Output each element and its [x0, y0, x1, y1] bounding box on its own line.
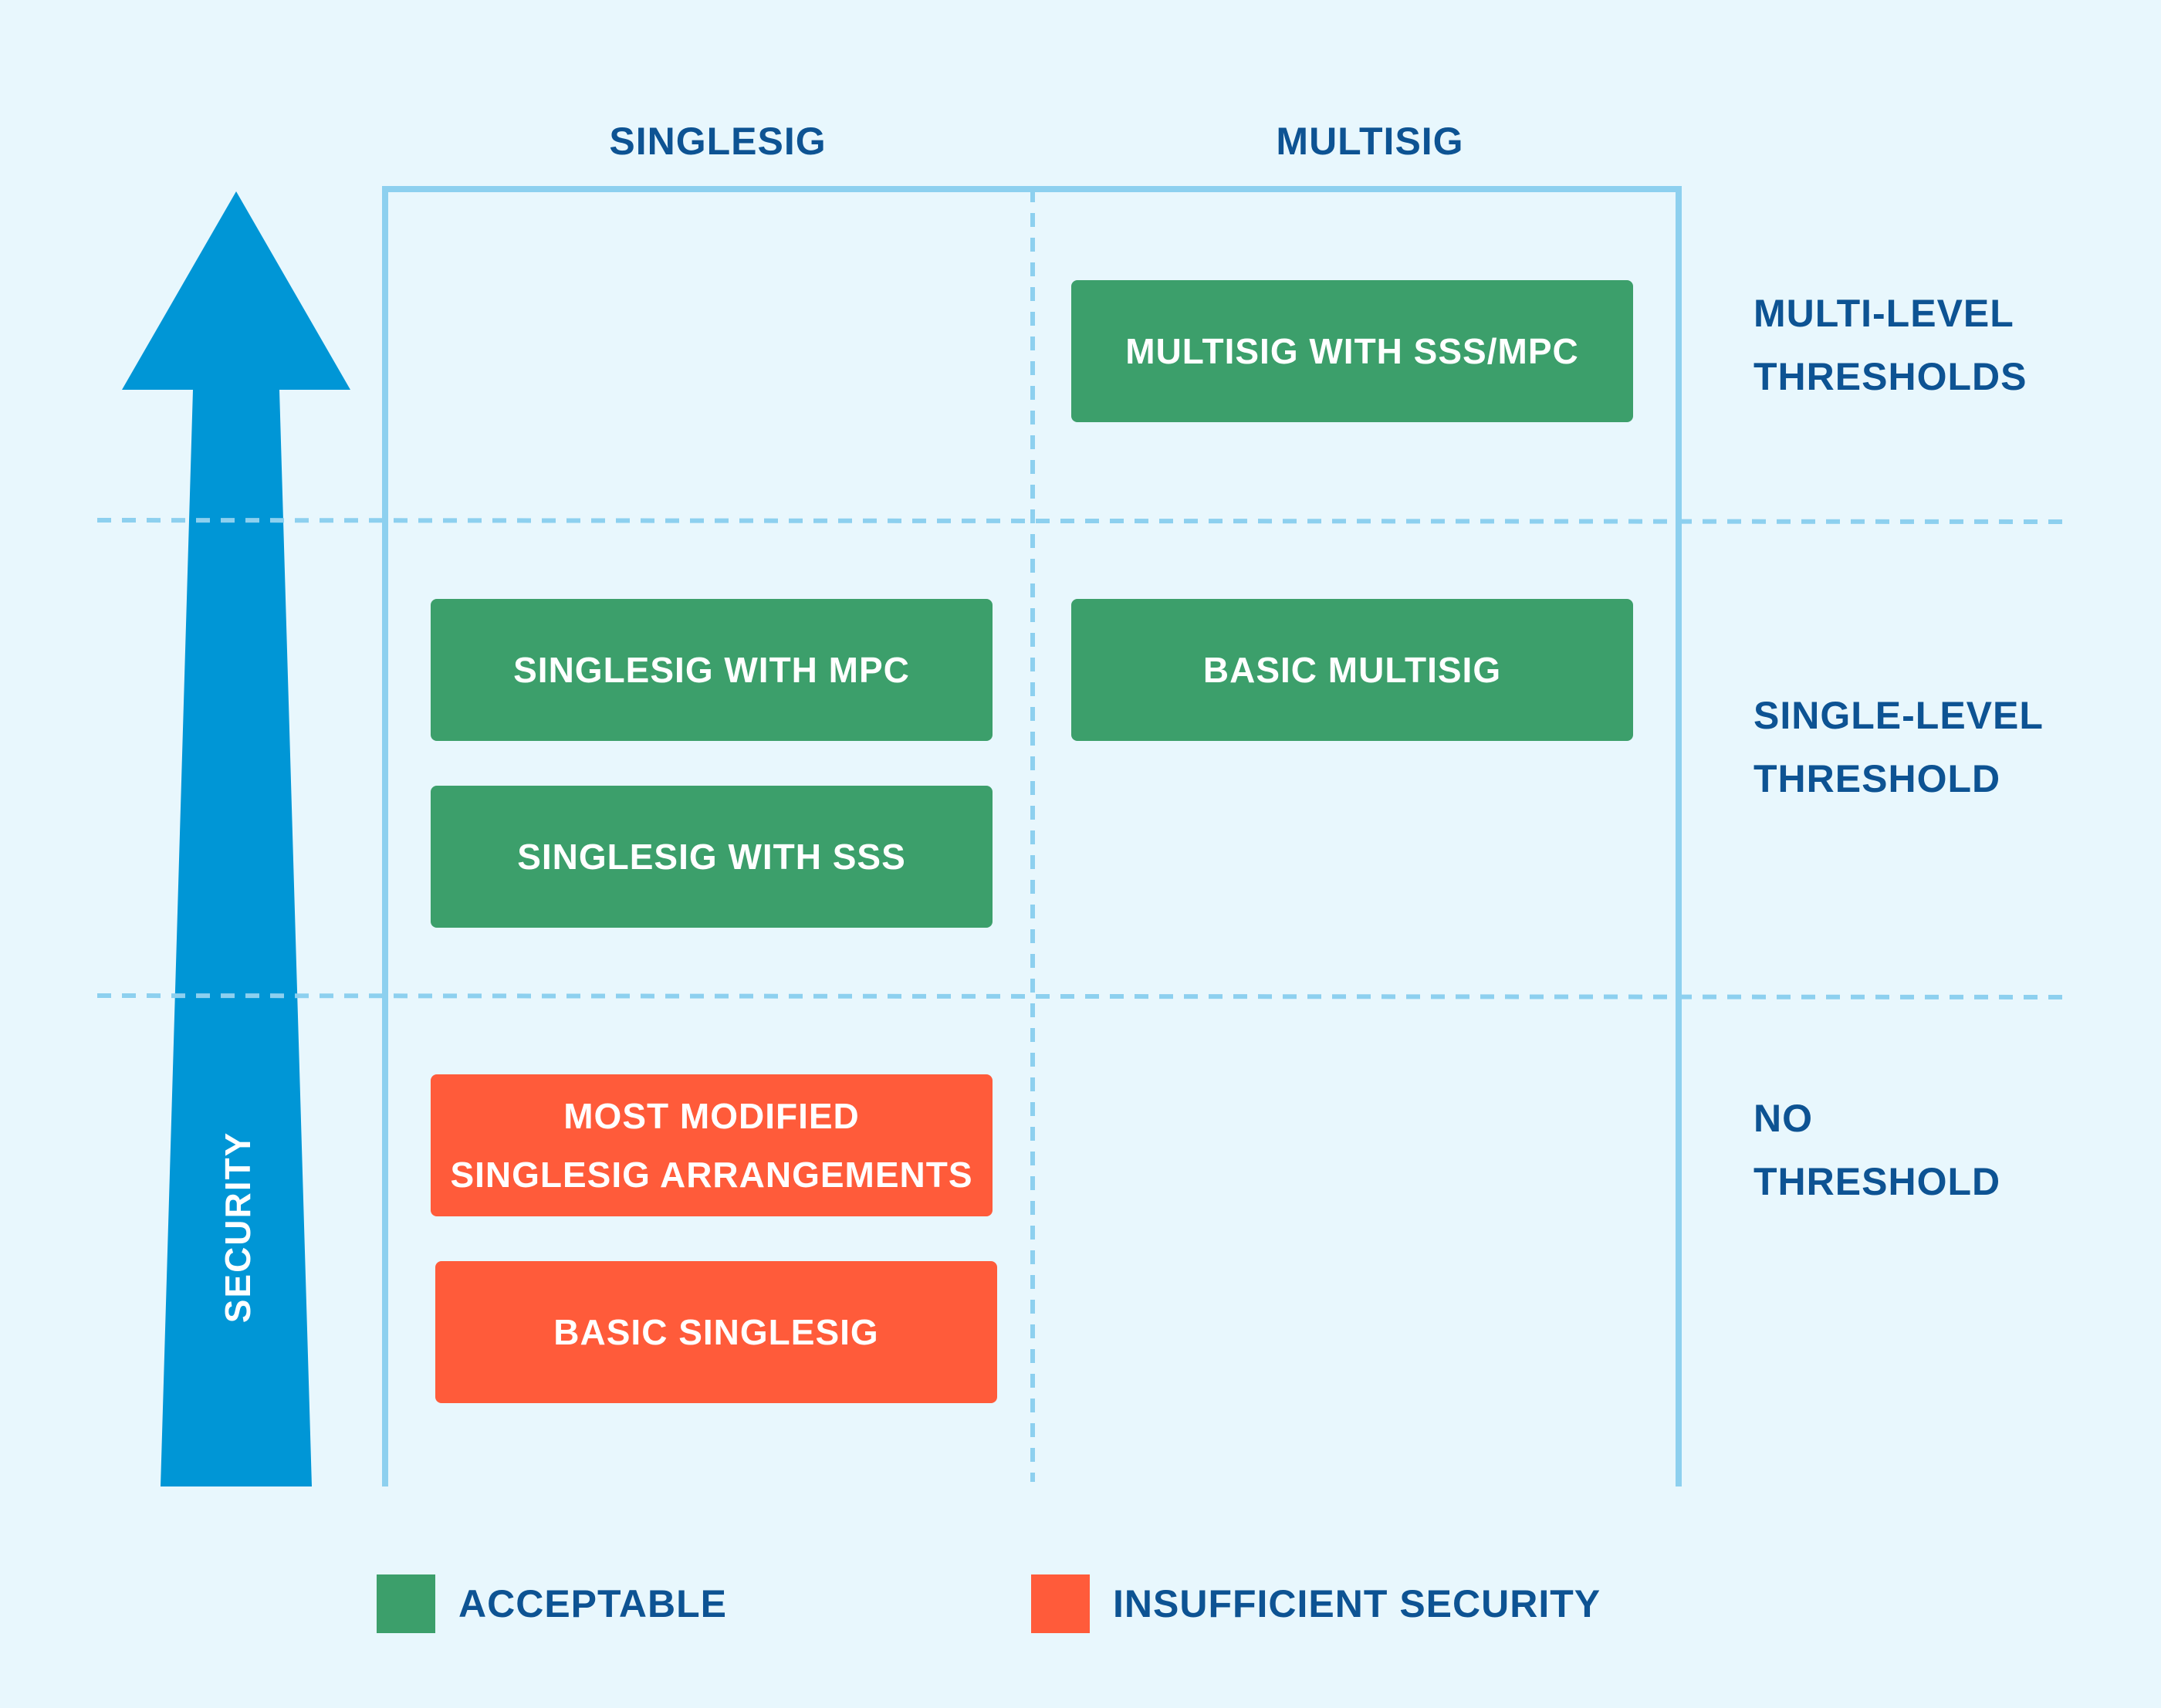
legend-label-insufficient: INSUFFICIENT SECURITY	[1113, 1582, 1601, 1625]
box-most-modified-line2: SINGLESIG ARRANGEMENTS	[450, 1155, 973, 1195]
legend-swatch-acceptable	[377, 1574, 435, 1633]
row-label-no-threshold-line1: NO	[1753, 1097, 1813, 1140]
row-label-multi-level-line1: MULTI-LEVEL	[1753, 292, 2014, 335]
column-header-multisig: MULTISIG	[1276, 120, 1464, 163]
row-label-multi-level-line2: THRESHOLDS	[1753, 355, 2027, 398]
legend-swatch-insufficient	[1031, 1574, 1090, 1633]
row-label-no-threshold: NO THRESHOLD	[1753, 1087, 2139, 1213]
row-label-multi-level: MULTI-LEVEL THRESHOLDS	[1753, 282, 2139, 408]
matrix-border	[382, 186, 1682, 1486]
legend-label-acceptable: ACCEPTABLE	[458, 1582, 727, 1625]
box-basic-multisig: BASIC MULTISIG	[1071, 599, 1633, 741]
box-basic-singlesig: BASIC SINGLESIG	[435, 1261, 997, 1403]
row-label-single-level: SINGLE-LEVEL THRESHOLD	[1753, 684, 2139, 810]
security-axis-text: SECURITY	[218, 1131, 258, 1324]
threshold-divider-upper	[96, 518, 2066, 524]
box-singlesig-with-sss: SINGLESIG WITH SSS	[431, 786, 993, 928]
row-label-single-level-line1: SINGLE-LEVEL	[1753, 694, 2044, 737]
column-header-singlesig: SINGLESIG	[609, 120, 827, 163]
box-multisig-with-sss-mpc: MULTISIG WITH SSS/MPC	[1071, 280, 1633, 422]
row-label-single-level-line2: THRESHOLD	[1753, 757, 2001, 800]
row-label-no-threshold-line2: THRESHOLD	[1753, 1160, 2001, 1203]
threshold-divider-lower	[96, 993, 2066, 999]
up-arrow-icon	[122, 191, 350, 1486]
box-most-modified-line1: MOST MODIFIED	[563, 1096, 860, 1136]
box-singlesig-with-mpc: SINGLESIG WITH MPC	[431, 599, 993, 741]
box-most-modified-singlesig: MOST MODIFIED SINGLESIG ARRANGEMENTS	[431, 1074, 993, 1216]
